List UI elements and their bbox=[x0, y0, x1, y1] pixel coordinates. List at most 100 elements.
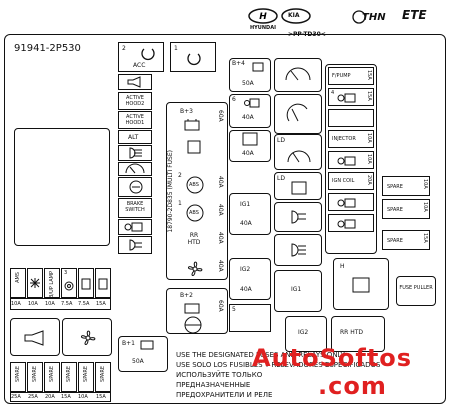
battery-icon bbox=[184, 119, 200, 131]
spare-fuse-1: SPARE 10A bbox=[382, 176, 430, 196]
snowflake-icon bbox=[30, 278, 40, 288]
spare-small-3: SPARE bbox=[44, 362, 60, 392]
ecu-icon-5 bbox=[337, 198, 356, 208]
fuse-active-hood1: ACTIVE HOOD1 bbox=[118, 111, 152, 129]
watermark-domain: .com bbox=[318, 372, 387, 400]
module-icon-3 bbox=[291, 181, 307, 195]
horn-icon-2 bbox=[24, 330, 44, 346]
fuse-ecu-small-1 bbox=[78, 268, 94, 298]
ecu-icon-6 bbox=[337, 219, 356, 229]
ecu-icon-8 bbox=[98, 278, 108, 290]
material-code: >PP-TD30< bbox=[288, 31, 326, 38]
ecu-icon-7 bbox=[81, 278, 91, 290]
wiper-icon bbox=[125, 163, 145, 174]
kia-logo-icon bbox=[281, 8, 311, 24]
fuse-ecu-3 bbox=[328, 193, 374, 211]
fuse-ecu-2: 10A bbox=[328, 151, 374, 169]
battery-icon-2 bbox=[184, 303, 200, 314]
fan-icon-2 bbox=[81, 330, 96, 345]
battery-icon-4 bbox=[252, 62, 264, 72]
relay-wiper bbox=[274, 58, 322, 92]
part-number: 91941-2P530 bbox=[14, 43, 81, 54]
relay-ld2: LD bbox=[274, 172, 322, 200]
fuse-ecu-1 bbox=[118, 219, 152, 235]
fog-lamp-icon bbox=[129, 239, 142, 251]
fuse-ecu-4 bbox=[328, 214, 374, 232]
spare-small-6: SPARE bbox=[95, 362, 111, 392]
relay-horn bbox=[10, 318, 60, 356]
fuse-ecu-small-2 bbox=[95, 268, 111, 298]
spare-fuse-3: SPARE 15A bbox=[382, 230, 430, 250]
module-block bbox=[229, 130, 271, 162]
relay-wiper-2 bbox=[274, 94, 322, 134]
power-icon bbox=[187, 53, 201, 66]
relay-headlamp bbox=[274, 234, 322, 266]
fuse-blank-1 bbox=[328, 109, 374, 127]
fuse-fog bbox=[118, 236, 152, 254]
module-icon-2 bbox=[242, 132, 258, 146]
amp-row-2 bbox=[10, 392, 111, 402]
slot5-block bbox=[229, 304, 271, 332]
fuse-rear-defog bbox=[118, 177, 152, 197]
fuse-ac bbox=[27, 268, 43, 298]
relay-h: H bbox=[333, 258, 389, 310]
amp-row-1 bbox=[10, 298, 111, 310]
ecu-icon-3 bbox=[337, 93, 356, 103]
fuse-alt: ALT bbox=[118, 130, 152, 144]
rear-defog-icon bbox=[129, 180, 143, 194]
relay-fog bbox=[274, 202, 322, 232]
abs-icon bbox=[186, 176, 204, 194]
fuse-horn bbox=[118, 74, 152, 90]
ecu-icon-4 bbox=[337, 156, 356, 166]
abs-icon-2 bbox=[186, 204, 204, 222]
module-icon-4 bbox=[352, 277, 370, 293]
battery-icon-3 bbox=[140, 340, 154, 350]
bplus2-block bbox=[166, 288, 228, 334]
fuse-brake-switch: BRAKE SWITCH bbox=[118, 198, 152, 218]
horn-icon bbox=[127, 76, 141, 88]
gear-icon bbox=[64, 281, 74, 291]
spare-small-2: SPARE bbox=[27, 362, 43, 392]
fog-lamp-icon-2 bbox=[291, 210, 306, 224]
wiper-icon-2 bbox=[285, 67, 311, 81]
bplus1-block bbox=[118, 336, 168, 372]
acc-icon bbox=[141, 48, 155, 61]
fuse-injector: INJECTOR 10A bbox=[328, 130, 374, 148]
headlamp-icon bbox=[129, 147, 142, 159]
fuse-acc: 2 ACC bbox=[118, 42, 164, 72]
fuse-slot4: 4 15A bbox=[328, 88, 374, 106]
ecu-icon bbox=[124, 222, 143, 232]
relay-ig1: IG1 bbox=[274, 270, 322, 312]
thn-text: THN bbox=[362, 12, 386, 23]
steering-icon bbox=[184, 316, 202, 334]
spare-small-1: SPARE bbox=[10, 362, 26, 392]
spare-small-4: SPARE bbox=[61, 362, 77, 392]
hyundai-text: HYUNDAI bbox=[250, 25, 276, 31]
fan-icon bbox=[188, 261, 203, 276]
relay-fan bbox=[62, 318, 112, 356]
relay-ld: LD bbox=[274, 134, 322, 170]
fuse-bup-lamp: B/UP LAMP bbox=[44, 268, 60, 298]
ecu-icon-2 bbox=[244, 98, 260, 108]
relay-rr-htd: RR HTD bbox=[331, 316, 385, 352]
fuse-fpump: F/PUMP 15A bbox=[328, 67, 374, 85]
module-icon bbox=[187, 140, 201, 154]
fuse-wiper bbox=[118, 162, 152, 176]
fuse-ams: AMS bbox=[10, 268, 26, 298]
label-area bbox=[14, 128, 110, 246]
multi-fuse-block bbox=[166, 102, 228, 280]
multi-fuse-label: 18790-2D835 (MULTI FUSE) bbox=[167, 150, 174, 233]
spare-small-5: SPARE bbox=[78, 362, 94, 392]
fuse-headlamp bbox=[118, 145, 152, 161]
fuse-puller: FUSE PULLER bbox=[396, 276, 436, 306]
fuse-ig2 bbox=[229, 258, 271, 300]
fuse-slot3: 3 bbox=[61, 268, 77, 298]
spare-fuse-2: SPARE 10A bbox=[382, 199, 430, 219]
kia-text: KIA bbox=[288, 12, 300, 19]
wiper-washer-icon bbox=[286, 103, 308, 122]
bplus4-block bbox=[229, 58, 271, 92]
headlamp-icon-2 bbox=[291, 243, 306, 257]
wiper-low-icon bbox=[287, 150, 311, 163]
hyundai-logo-icon: H bbox=[248, 8, 278, 24]
ete-text: ETE bbox=[402, 8, 427, 22]
